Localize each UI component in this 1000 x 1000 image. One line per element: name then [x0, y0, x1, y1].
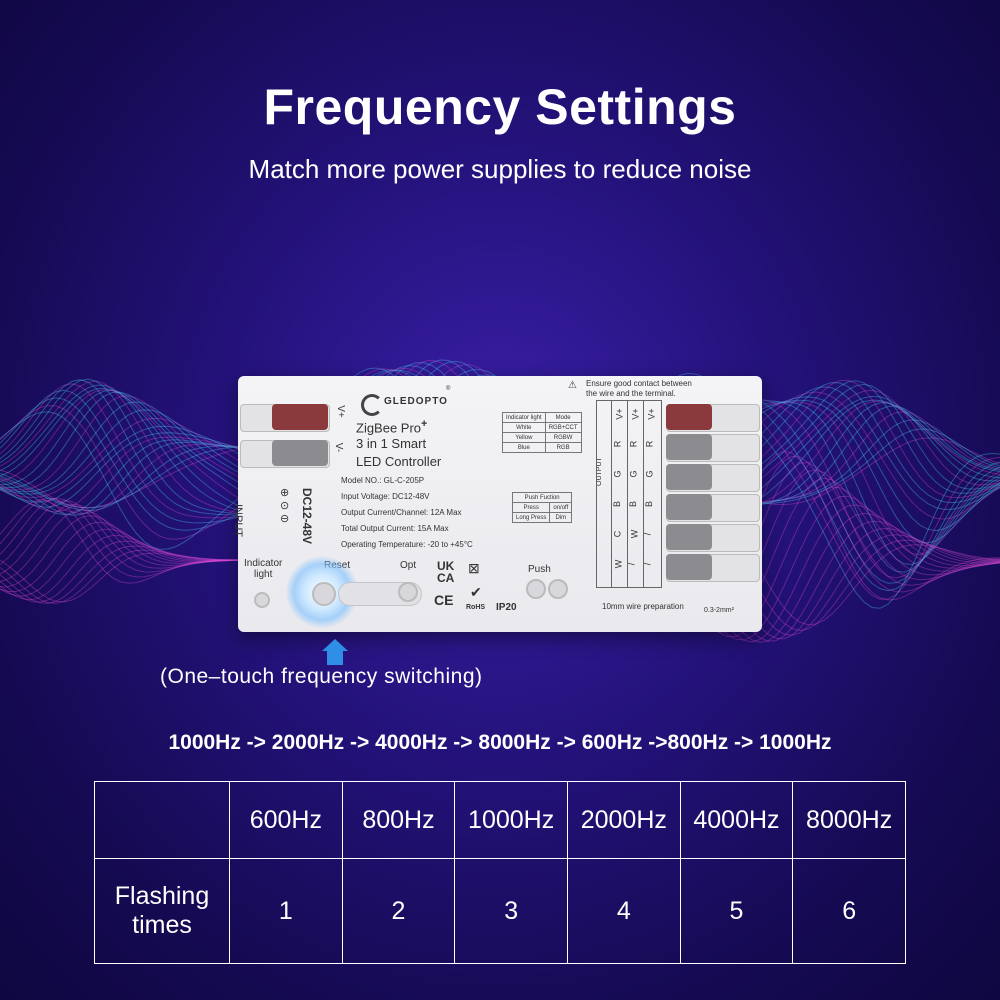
output-channel-label: B — [628, 500, 639, 508]
frequency-flash-table: 600Hz 800Hz 1000Hz 2000Hz 4000Hz 8000Hz … — [94, 781, 906, 964]
total-current: Total Output Current: 15A Max — [341, 524, 449, 533]
warning-line-2: the wire and the terminal. — [586, 389, 676, 398]
table-header-cell: 4000Hz — [679, 781, 794, 859]
weee-bin-icon: ⊠ — [468, 560, 480, 576]
push-button-right[interactable] — [548, 579, 568, 599]
brand-name: GLEDOPTO — [384, 396, 448, 407]
registered-mark: ® — [446, 386, 451, 392]
arrow-stem — [327, 650, 343, 665]
table-header-cell: 2000Hz — [566, 781, 681, 859]
output-channel-label: G — [612, 470, 623, 478]
warning-icon: ⚠ — [568, 380, 577, 391]
arrow-up-icon — [322, 639, 348, 651]
table-header-cell: 800Hz — [341, 781, 456, 859]
output-terminal-lever — [666, 464, 712, 490]
output-terminal-lever — [666, 524, 712, 550]
opt-label: Opt — [400, 560, 417, 571]
wire-size-label: 0.3-2mm² — [704, 607, 734, 614]
input-voltage: Input Voltage: DC12-48V — [341, 492, 430, 501]
output-channel-column: V+ R G B / / — [642, 401, 660, 587]
table-header-cell: 8000Hz — [792, 781, 906, 859]
voltage-label: DC12-48V — [300, 488, 314, 545]
wire-preparation-label: 10mm wire preparation — [602, 602, 684, 611]
output-channel-column: V+ R G B C W — [611, 401, 628, 587]
output-channel-label: V+ — [646, 408, 657, 420]
output-channel-label: W — [629, 529, 640, 539]
table-header-row: 600Hz 800Hz 1000Hz 2000Hz 4000Hz 8000Hz — [94, 781, 906, 859]
model-number: Model NO.: GL-C-205P — [341, 476, 425, 485]
output-channel-label: V+ — [630, 408, 641, 420]
page-title: Frequency Settings — [263, 79, 737, 135]
output-channel-label: G — [644, 470, 655, 478]
reset-button[interactable] — [312, 582, 336, 606]
frequency-switch-note: (One–touch frequency switching) — [160, 665, 483, 688]
output-channel-label: W — [613, 559, 624, 569]
output-terminal-lever — [666, 434, 712, 460]
table-cell: 6 — [792, 858, 906, 964]
output-channel-label: R — [612, 440, 623, 448]
push-button-left[interactable] — [526, 579, 546, 599]
output-terminal-lever — [666, 554, 712, 580]
table-cell: 5 — [679, 858, 794, 964]
output-channel-label: R — [628, 440, 639, 448]
indicator-light — [254, 592, 270, 608]
output-terminal-lever — [666, 494, 712, 520]
table-cell: 4 — [566, 858, 681, 964]
output-channel-label: B — [644, 500, 655, 508]
page-subtitle: Match more power supplies to reduce nois… — [248, 154, 752, 184]
output-channel-label: R — [644, 440, 655, 448]
table-cell: 2 — [341, 858, 456, 964]
product-name-line-2: LED Controller — [356, 454, 442, 469]
output-channel-label: G — [628, 470, 639, 478]
table-header-cell: 1000Hz — [454, 781, 568, 859]
table-header-cell: 600Hz — [229, 781, 343, 859]
v-minus-label: V- — [333, 442, 345, 453]
output-channel-label: C — [612, 530, 623, 538]
output-channel-label: B — [612, 500, 623, 508]
push-label: Push — [528, 564, 551, 575]
opt-button[interactable] — [398, 582, 418, 602]
product-line: ZigBee Pro+ — [356, 418, 428, 436]
output-channel-label: / — [642, 562, 653, 566]
checkmark-icon: ✔ — [470, 584, 482, 600]
table-cell: 3 — [454, 858, 568, 964]
v-plus-label: V+ — [334, 405, 346, 418]
led-controller-device: V+ V- INPUT DC12-48V ⊕⊙⊖ GLEDOPTO ® ZigB… — [232, 376, 762, 632]
ip-rating: IP20 — [496, 602, 517, 613]
rohs-mark: RoHS — [466, 604, 486, 611]
frequency-sequence: 1000Hz -> 2000Hz -> 4000Hz -> 8000Hz -> … — [168, 731, 832, 754]
output-channel-label: / — [626, 562, 637, 566]
output-channel-label: / — [642, 532, 653, 536]
table-cell: 1 — [229, 858, 343, 964]
product-name-line-1: 3 in 1 Smart — [356, 436, 427, 451]
output-terminal-lever — [666, 404, 712, 430]
input-label: INPUT — [232, 504, 244, 537]
ce-mark: CE — [434, 592, 454, 608]
warning-line-1: Ensure good contact between — [586, 379, 692, 388]
output-channel-label: V+ — [614, 408, 625, 420]
output-channel-column: V+ R G B W / — [626, 401, 644, 587]
output-current: Output Current/Channel: 12A Max — [341, 508, 462, 517]
table-header-cell — [94, 781, 230, 859]
gledopto-logo-icon — [361, 394, 383, 416]
operating-temperature: Operating Temperature: -20 to +45°C — [341, 540, 473, 549]
polarity-icon: ⊕⊙⊖ — [280, 487, 290, 525]
